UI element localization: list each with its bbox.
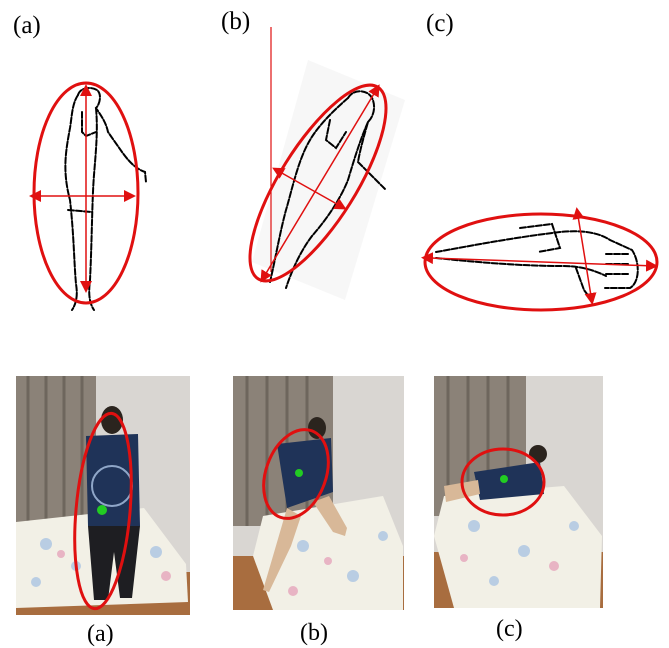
- bottom-label-a: (a): [87, 622, 114, 646]
- photo-a-centroid: [97, 505, 107, 515]
- photo-b-centroid: [295, 469, 303, 477]
- lying-ellipse: [425, 214, 657, 310]
- photo-b-falling: [233, 376, 404, 610]
- bottom-label-c: (c): [496, 617, 523, 641]
- standing-silhouette-icon: [65, 88, 146, 310]
- photo-c-lying: [434, 376, 603, 608]
- lying-silhouette-icon: [436, 224, 638, 298]
- photo-a-standing: [16, 376, 190, 615]
- photo-c-centroid: [500, 475, 508, 483]
- standing-ellipse: [34, 83, 138, 303]
- silhouette-diagrams: [0, 0, 669, 340]
- bottom-label-b: (b): [300, 621, 328, 645]
